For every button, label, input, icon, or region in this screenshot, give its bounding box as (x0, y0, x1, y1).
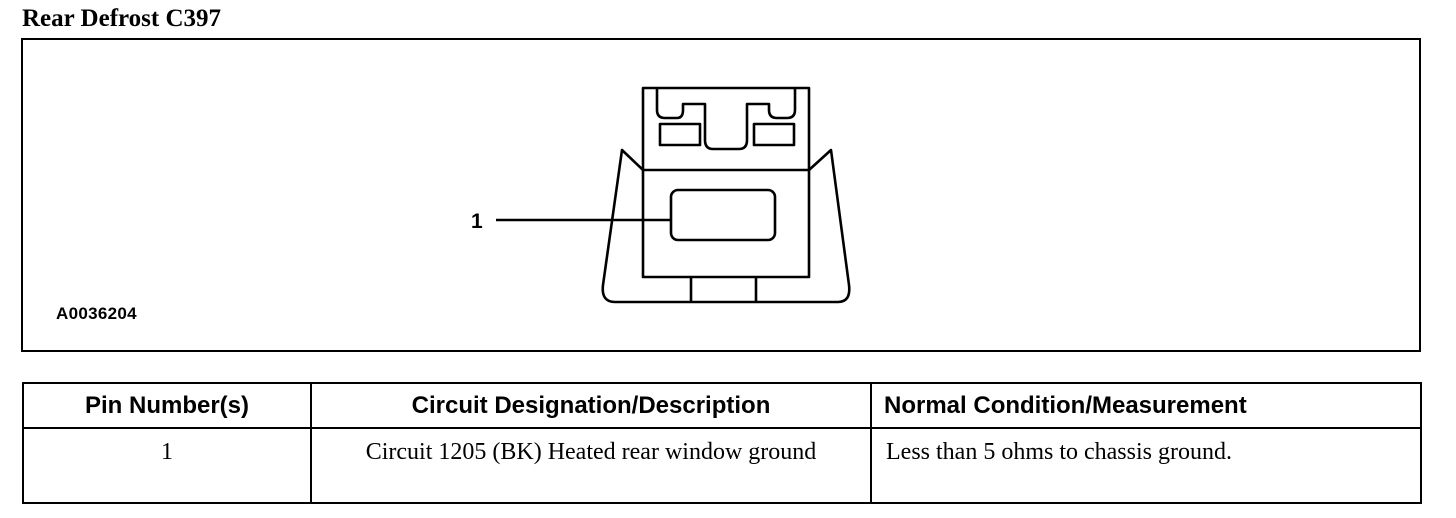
cell-measurement: Less than 5 ohms to chassis ground. (870, 427, 1422, 504)
header-pin-numbers: Pin Number(s) (22, 382, 312, 429)
figure-id: A0036204 (56, 304, 137, 323)
header-normal-condition: Normal Condition/Measurement (870, 382, 1422, 429)
pin-1-cavity (669, 188, 777, 242)
connector-body (641, 86, 811, 279)
page-title: Rear Defrost C397 (22, 5, 222, 32)
connector-lock-window-left (658, 122, 702, 147)
cell-circuit-description: Circuit 1205 (BK) Heated rear window gro… (310, 427, 872, 504)
cell-pin-number: 1 (22, 427, 312, 504)
connector-latch (655, 88, 797, 151)
connector-figure: 1 A0036204 (21, 38, 1421, 352)
header-circuit-designation: Circuit Designation/Description (310, 382, 872, 429)
connector-lock-window-right (752, 122, 796, 147)
connector-diagram: 1 (471, 86, 851, 304)
table-header-row: Pin Number(s) Circuit Designation/Descri… (22, 382, 1422, 429)
connector-housing-outline (601, 148, 851, 304)
table-row: 1 Circuit 1205 (BK) Heated rear window g… (22, 427, 1422, 504)
pin-table: Pin Number(s) Circuit Designation/Descri… (22, 382, 1422, 504)
callout-label-1: 1 (471, 210, 483, 233)
